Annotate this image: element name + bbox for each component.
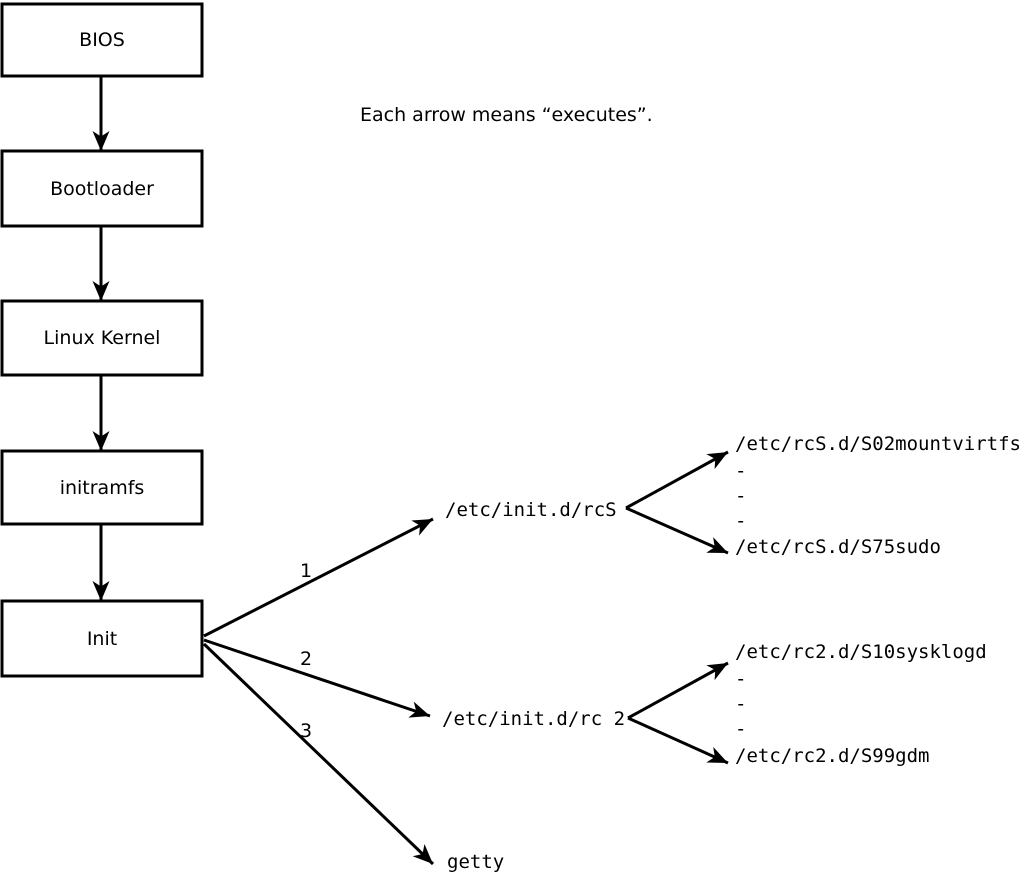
ellipsis-dash: -: [735, 460, 746, 482]
bootloader-box: [0, 149, 204, 228]
rc2-child-script-last: /etc/rc2.d/S99gdm: [735, 745, 929, 767]
init-label: Init: [87, 628, 117, 650]
arrow-order-label-1: 1: [300, 560, 312, 582]
arrow-rc2-to-last-child: [627, 716, 729, 765]
bios-label: BIOS: [79, 29, 125, 51]
rcs-script-label: /etc/init.d/rcS: [445, 499, 617, 521]
bios-box: [0, 2, 204, 78]
initramfs-label: initramfs: [60, 477, 145, 499]
linux-kernel-label: Linux Kernel: [44, 327, 161, 349]
box-initramfs: initramfs: [0, 449, 204, 526]
box-bios: BIOS: [0, 2, 204, 78]
getty-label: getty: [447, 851, 504, 873]
diagram-caption: Each arrow means “executes”.: [360, 104, 653, 126]
box-bootloader: Bootloader: [0, 149, 204, 228]
ellipsis-dash: -: [735, 510, 746, 532]
init-box: [0, 599, 204, 678]
rcs-child-script-first: /etc/rcS.d/S02mountvirtfs: [735, 433, 1021, 455]
box-init: Init: [0, 599, 204, 678]
rc2-child-script-first: /etc/rc2.d/S10sysklogd: [735, 641, 987, 663]
arrow-rc2-to-first-child: [627, 661, 729, 720]
ellipsis-dash: -: [735, 693, 746, 715]
arrow-init-to-rcs: [203, 517, 434, 638]
ellipsis-dash: -: [735, 718, 746, 740]
initramfs-box: [0, 449, 204, 526]
arrow-init-to-rc2: [203, 638, 431, 718]
ellipsis-dash: -: [735, 485, 746, 507]
ellipsis-dash: -: [735, 668, 746, 690]
rc2-script-label: /etc/init.d/rc 2: [442, 708, 625, 730]
bootloader-label: Bootloader: [50, 178, 154, 200]
rcs-child-script-last: /etc/rcS.d/S75sudo: [735, 536, 941, 558]
arrow-order-label-3: 3: [300, 720, 312, 742]
arrow-order-label-2: 2: [300, 648, 312, 670]
box-linux-kernel: Linux Kernel: [0, 299, 204, 377]
arrow-rcs-to-last-child: [625, 506, 729, 555]
arrow-rcs-to-first-child: [625, 450, 729, 510]
arrow-init-to-getty: [202, 642, 435, 866]
